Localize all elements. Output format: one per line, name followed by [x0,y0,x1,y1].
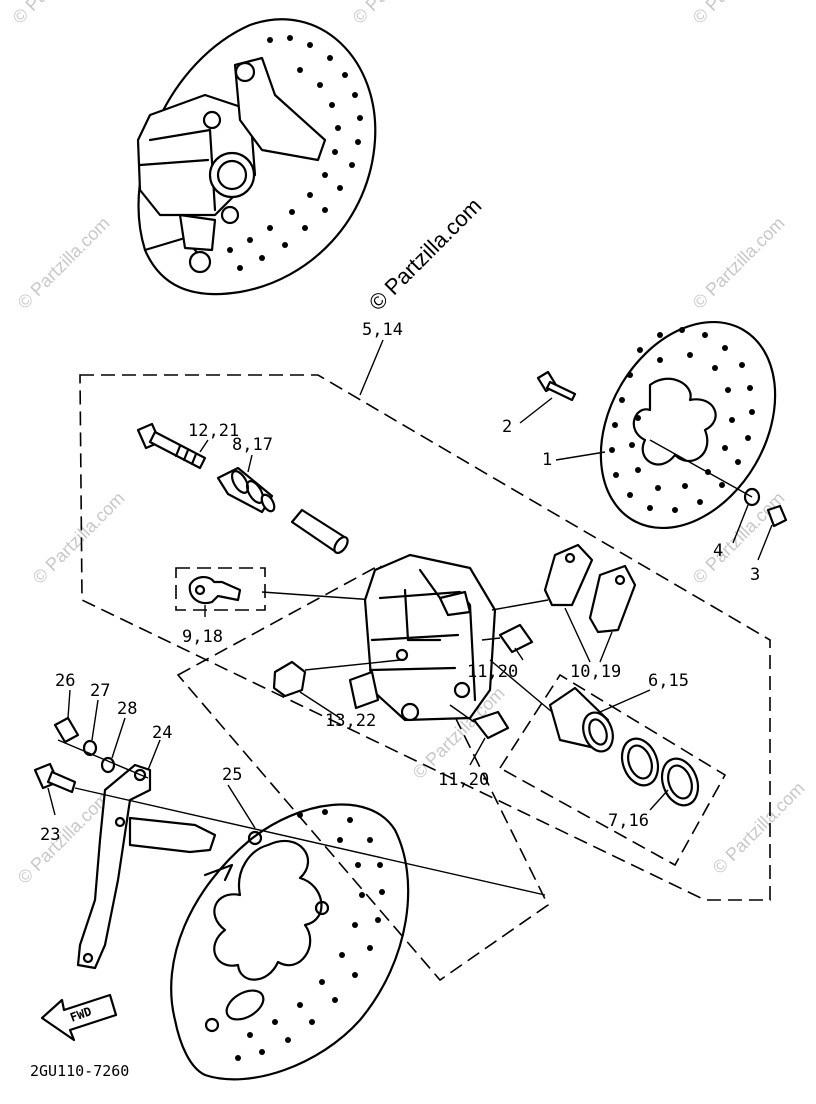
caliper-assembly-boundary [79,374,771,901]
rotor-holes-top [227,35,363,271]
watermark-tile: © Partzilla.com [689,488,789,588]
disc-nut [766,504,788,528]
callout-13-22: 13,22 [325,711,376,731]
watermark-tile: © Partzilla.com [14,213,114,313]
leader-lines [47,339,773,829]
pad-spring-clip-upper [498,623,534,654]
callout-7-16: 7,16 [608,811,649,831]
watermark-tile: © Partzilla.com [689,0,789,28]
assembled-brake-view [136,18,377,296]
bracket-bolt-small [53,716,80,744]
callout-27: 27 [90,681,110,701]
callout-23: 23 [40,825,60,845]
caliper-body [348,553,497,722]
callout-12-21: 12,21 [188,421,239,441]
callout-5-14: 5,14 [362,320,403,340]
callout-1: 1 [542,450,552,470]
bracket-group-boundary [176,563,550,982]
callout-11-20-upper: 11,20 [467,662,518,682]
forward-direction-arrow: FWD [40,993,118,1042]
fwd-label: FWD [68,1004,93,1025]
piston-seals [620,737,700,807]
rear-brake-disc [170,803,410,1081]
watermark-tile: © Partzilla.com [709,778,809,878]
watermark-tile: © Partzilla.com [9,0,109,28]
pad-spring-clip-lower [472,710,510,740]
disc-bolt [536,370,577,402]
callout-2: 2 [502,417,512,437]
callout-28: 28 [117,699,137,719]
callout-3: 3 [750,565,760,585]
callout-9-18: 9,18 [182,627,223,647]
callout-25: 25 [222,765,242,785]
brake-bracket [76,763,217,970]
watermark-center: © Partzilla.com [364,193,487,316]
watermark-tile: © Partzilla.com [689,213,789,313]
caliper-bolt [136,422,207,470]
bracket-bolt-long [33,762,77,794]
pad-support [272,660,307,698]
brake-pads [543,543,637,634]
callout-26: 26 [55,671,75,691]
callout-8-17: 8,17 [232,435,273,455]
bleed-screw [188,576,242,605]
callout-11-20-lower: 11,20 [438,770,489,790]
callout-labels: 1 2 3 4 5,14 6,15 7,16 8,17 9,18 10,19 1… [40,320,760,845]
callout-10-19: 10,19 [570,662,621,682]
bleed-screw-box [175,567,266,611]
front-brake-disc [599,320,777,530]
callout-6-15: 6,15 [648,671,689,691]
bleed-union [216,466,276,514]
watermark-tile: © Partzilla.com [29,488,129,588]
callout-4: 4 [713,541,723,561]
watermark-tiles: © Partzilla.com © Partzilla.com © Partzi… [9,0,809,888]
diagram-code: 2GU110-7260 [30,1062,129,1080]
caliper-piston [548,686,614,753]
watermark-tile: © Partzilla.com [349,0,449,28]
callout-24: 24 [152,723,172,743]
plain-washer [100,756,116,774]
piston-group-boundary [498,673,727,867]
